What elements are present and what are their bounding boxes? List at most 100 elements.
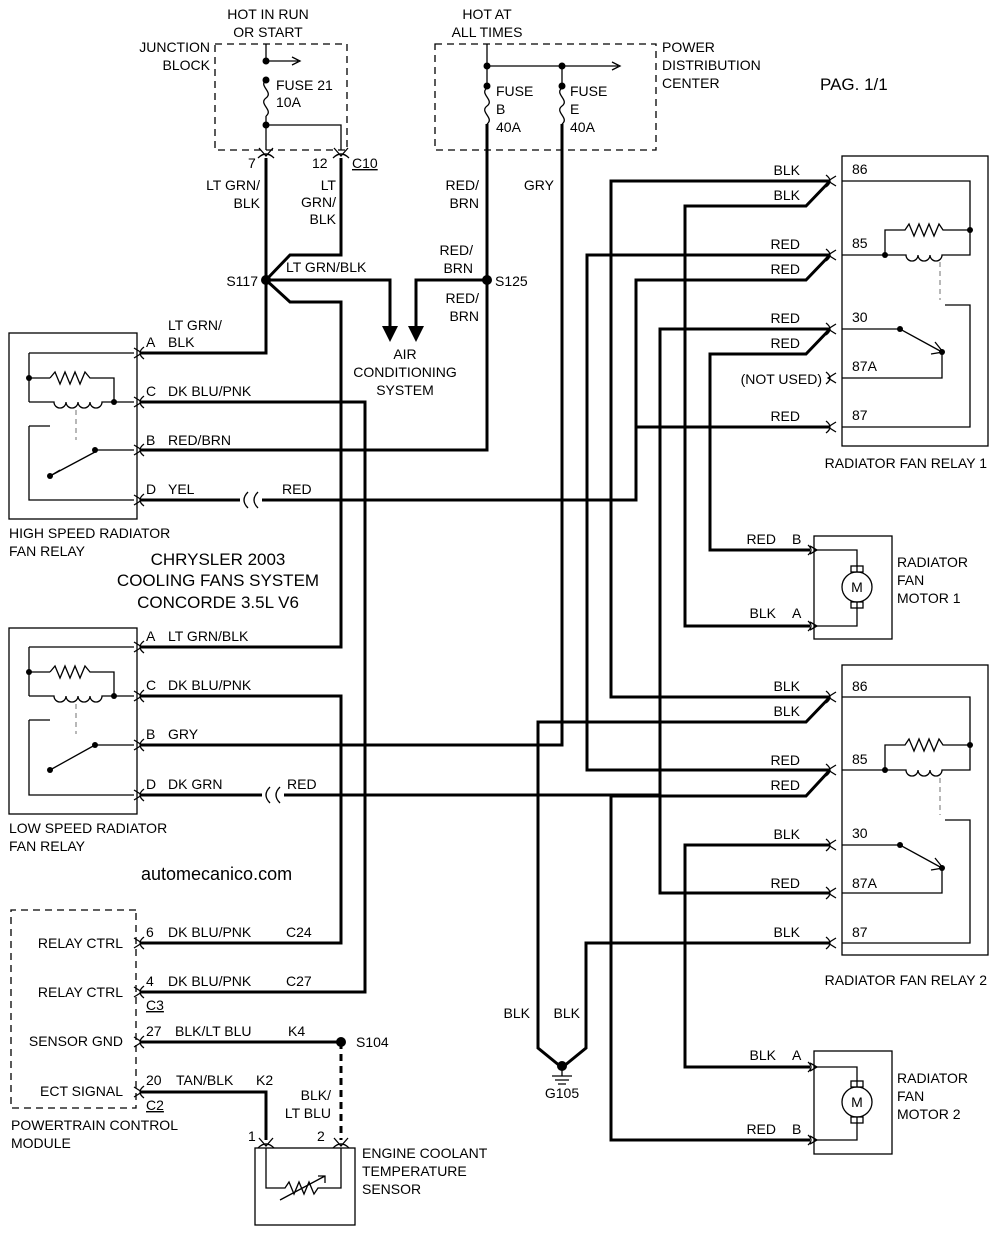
low-speed-radiator-fan-relay: A LT GRN/BLK C DK BLU/PNK B GRY D DK GRN… (8, 627, 317, 854)
ac-line-3: SYSTEM (376, 382, 434, 398)
wire-label: LT (321, 177, 337, 193)
ect-pin-1: 1 (248, 1128, 256, 1144)
motor-2-name-line-3: MOTOR 2 (897, 1106, 961, 1122)
ls-pin-b: B (146, 726, 155, 742)
wire-label: BLK/ (301, 1087, 331, 1103)
ect-line-2: TEMPERATURE (362, 1163, 467, 1179)
pcm-pin-4: 4 (146, 973, 154, 989)
fuse-e-rating: 40A (570, 119, 596, 135)
s104-label: S104 (356, 1034, 389, 1050)
fuse-b-rating: 40A (496, 119, 522, 135)
wire-label: RED/ (440, 242, 474, 258)
fuse-21-symbol (263, 79, 269, 117)
r1-wire-86-top: BLK (774, 162, 801, 178)
splice-s125: S125 (482, 273, 528, 289)
r2-name: RADIATOR FAN RELAY 2 (825, 972, 988, 988)
r1-pin-85: 85 (852, 235, 868, 251)
fuse-b-letter: B (496, 101, 505, 117)
hs-name-line-1: HIGH SPEED RADIATOR (9, 525, 170, 541)
power-distribution-center: HOT AT ALL TIMES POWER DISTRIBUTION CENT… (434, 6, 761, 151)
wire-label: GRN/ (301, 194, 336, 210)
title-line-3: CONCORDE 3.5L V6 (137, 593, 299, 612)
pcm-cav-k4: K4 (288, 1023, 305, 1039)
r1-pin-30: 30 (852, 309, 868, 325)
fuse-b-symbol (484, 87, 490, 125)
powertrain-control-module: RELAY CTRL 6 DK BLU/PNK C24 RELAY CTRL 4… (10, 909, 312, 1151)
r2-wire-85-bottom: RED (770, 777, 800, 793)
pdc-power-line-2: ALL TIMES (452, 24, 523, 40)
motor-1-pin-a: A (792, 605, 802, 621)
motor-1-name-line-1: RADIATOR (897, 554, 968, 570)
wire-label: RED/ (446, 290, 480, 306)
ls-pin-c: C (146, 677, 156, 693)
resistor-icon (49, 664, 115, 696)
wire-label: LT GRN/BLK (286, 259, 367, 275)
r2-wire-86-bottom: BLK (774, 703, 801, 719)
ac-system: AIR CONDITIONING SYSTEM (353, 326, 457, 398)
wire-label: BRN (443, 260, 473, 276)
fuse-b-word: FUSE (496, 83, 533, 99)
wire-label: LT GRN/ (206, 177, 260, 193)
wire-label: LT BLU (285, 1105, 331, 1121)
pdc-name-line-3: CENTER (662, 75, 720, 91)
r2-wire-86-top: BLK (774, 678, 801, 694)
pcm-wire-6: DK BLU/PNK (168, 924, 252, 940)
r1-name: RADIATOR FAN RELAY 1 (825, 455, 988, 471)
splice-s117: S117 (226, 273, 271, 289)
splice-s104: S104 (336, 1034, 389, 1050)
pcm-cav-c27: C27 (286, 973, 312, 989)
r2-wire-30: BLK (774, 826, 801, 842)
title-line-1: CHRYSLER 2003 (151, 550, 286, 569)
inline-connector-icon (243, 491, 259, 509)
motor-1-wire-b: RED (746, 531, 776, 547)
r1-wire-85-bottom: RED (770, 261, 800, 277)
radiator-fan-motor-1: M RED B BLK A RADIATOR FAN MOTOR 1 (746, 531, 968, 640)
r1-pin-87a: 87A (852, 358, 878, 374)
hs-wire-b: RED/BRN (168, 432, 231, 448)
pcm-wire-27: BLK/LT BLU (175, 1023, 252, 1039)
pcm-label-ect-signal: ECT SIGNAL (40, 1083, 123, 1099)
jb-connector-c10: C10 (352, 155, 378, 171)
hs-pin-d: D (146, 481, 156, 497)
motor-2-pin-b: B (792, 1121, 801, 1137)
junction-block: HOT IN RUN OR START JUNCTION BLOCK FUSE … (139, 6, 378, 171)
motor-1-pin-b: B (792, 531, 801, 547)
hs-pin-b: B (146, 432, 155, 448)
hs-name-line-2: FAN RELAY (9, 543, 86, 559)
wire-label: BRN (449, 195, 479, 211)
motor-1-name-line-3: MOTOR 1 (897, 590, 961, 606)
pcm-connector-c3: C3 (146, 997, 164, 1013)
pdc-name-line-2: DISTRIBUTION (662, 57, 761, 73)
ground-g105: G105 BLK BLK (504, 1005, 581, 1101)
motor-1-symbol: M (851, 579, 863, 595)
fuse-e-word: FUSE (570, 83, 607, 99)
ls-pin-d: D (146, 776, 156, 792)
site-watermark: automecanico.com (141, 864, 292, 884)
ect-line-1: ENGINE COOLANT (362, 1145, 488, 1161)
pdc-name-line-1: POWER (662, 39, 715, 55)
wire-harness (140, 124, 832, 1142)
wire-label: BLK (504, 1005, 531, 1021)
r1-wire-30-bottom: RED (770, 335, 800, 351)
motor-2-wire-b: RED (746, 1121, 776, 1137)
motor-2-wire-a: BLK (750, 1047, 777, 1063)
hs-wire-d: YEL (168, 481, 195, 497)
pcm-pin-20: 20 (146, 1072, 162, 1088)
ls-wire-c: DK BLU/PNK (168, 677, 252, 693)
fuse-e-symbol (559, 87, 565, 125)
engine-coolant-temperature-sensor: 1 2 ENGINE COOLANT TEMPERATURE SENSOR (248, 1128, 488, 1226)
hs-wire-a-2: BLK (168, 334, 195, 350)
pcm-connector-c2: C2 (146, 1097, 164, 1113)
radiator-fan-motor-2: M BLK A RED B RADIATOR FAN MOTOR 2 (746, 1047, 968, 1155)
r2-wire-87: BLK (774, 924, 801, 940)
pcm-label-relay-ctrl-1: RELAY CTRL (38, 935, 123, 951)
diagram-title: CHRYSLER 2003 COOLING FANS SYSTEM CONCOR… (117, 550, 319, 612)
wire-label: GRY (524, 177, 555, 193)
hs-wire-a: LT GRN/ (168, 317, 222, 333)
ls-wire-b: GRY (168, 726, 199, 742)
ac-arrow-icon (408, 326, 424, 342)
jb-pin-12: 12 (312, 155, 328, 171)
ect-line-3: SENSOR (362, 1181, 421, 1197)
fuse-e-letter: E (570, 101, 579, 117)
r1-wire-85-top: RED (770, 236, 800, 252)
